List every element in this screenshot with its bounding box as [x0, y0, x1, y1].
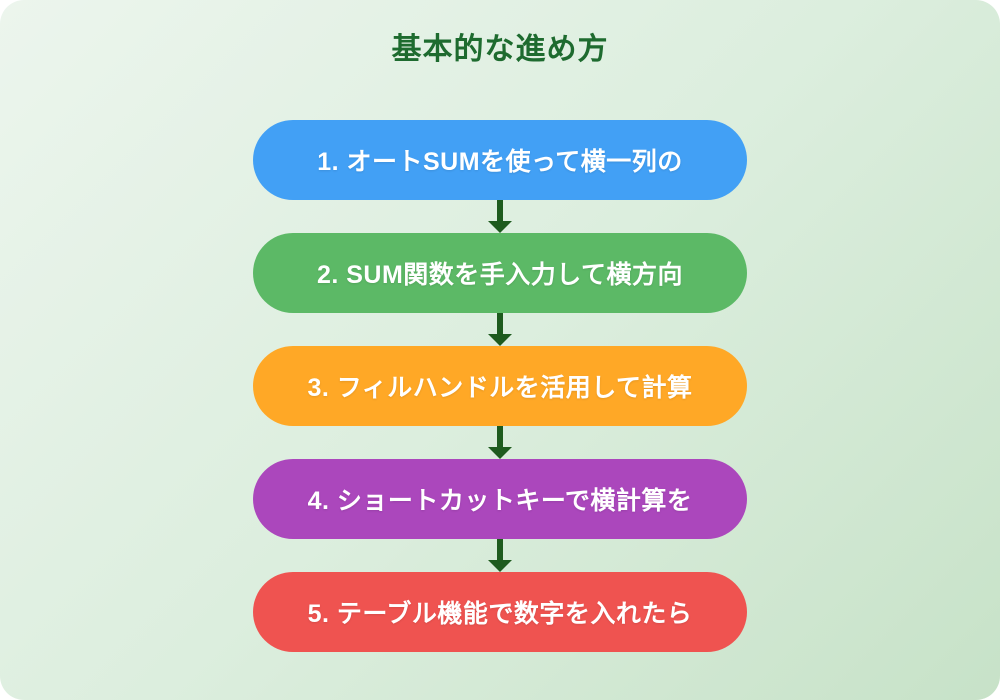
step-4: 4. ショートカットキーで横計算を: [253, 459, 747, 539]
step-5: 5. テーブル機能で数字を入れたら: [253, 572, 747, 652]
step-1: 1. オートSUMを使って横一列の: [253, 120, 747, 200]
arrow-down-icon-4: [487, 539, 513, 572]
step-3-label: 3. フィルハンドルを活用して計算: [307, 374, 693, 402]
step-2-label: 2. SUM関数を手入力して横方向: [316, 261, 684, 289]
step-3: 3. フィルハンドルを活用して計算: [253, 346, 747, 426]
step-1-label: 1. オートSUMを使って横一列の: [317, 148, 683, 176]
step-5-label: 5. テーブル機能で数字を入れたら: [307, 600, 693, 628]
arrow-down-icon-1: [487, 200, 513, 233]
arrow-down-icon-2: [487, 313, 513, 346]
flowchart: 1. オートSUMを使って横一列の 2. SUM関数を手入力して横方向 3. フ…: [253, 120, 747, 652]
arrow-down-icon-3: [487, 426, 513, 459]
step-4-label: 4. ショートカットキーで横計算を: [307, 487, 693, 515]
page-title: 基本的な進め方: [391, 33, 609, 66]
step-2: 2. SUM関数を手入力して横方向: [253, 233, 747, 313]
